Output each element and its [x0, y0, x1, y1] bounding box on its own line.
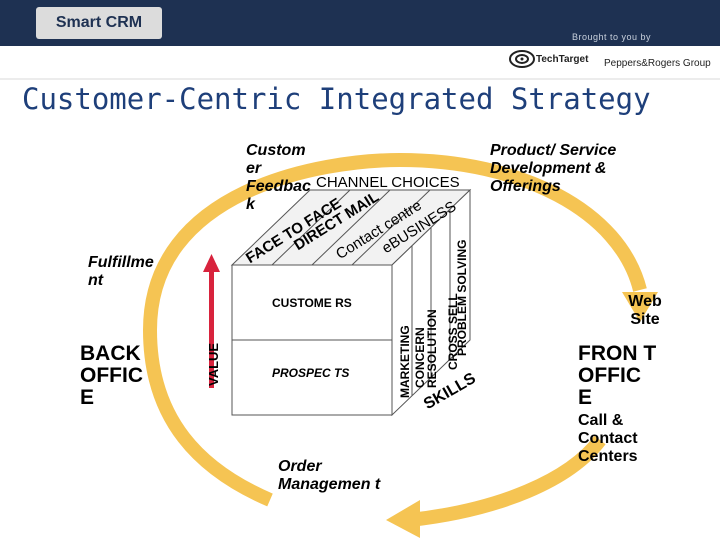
top-divider-2 [311, 189, 391, 266]
label-value: VALUE [206, 342, 221, 386]
cube-side-item-concern: CONCERN RESOLUTION [413, 309, 439, 388]
label-back-office: BACK OFFIC E [80, 342, 143, 409]
ring-arrowhead-bottom [386, 500, 420, 538]
value-arrow-shaft [209, 268, 214, 388]
logo-text: Smart CRM [55, 14, 143, 31]
value-arrow-head [203, 254, 220, 272]
page-title: Customer-Centric Integrated Strategy [22, 82, 651, 116]
cube-side-item-problem: PROBLEM SOLVING [455, 239, 469, 356]
brought-to-you-by: Brought to you by [572, 32, 652, 42]
logo: Smart CRM [36, 7, 162, 39]
label-web-site: Web Site [628, 293, 662, 328]
label-front-office: FRON T OFFIC E [578, 342, 657, 409]
cycle-ring [143, 152, 647, 527]
cube-front-item-customers: CUSTOME RS [272, 296, 352, 310]
header: Smart CRM Brought to you by TechTarget P… [0, 0, 720, 80]
title-divider [0, 78, 720, 80]
label-customer-feedback: Custom er Feedbac k [246, 142, 311, 213]
top-divider-3 [351, 189, 431, 266]
cube-side-item-marketing: MARKETING [398, 325, 412, 398]
ring-arrowhead-right [622, 292, 658, 322]
cube [230, 188, 472, 417]
ring-arc-right [409, 435, 606, 527]
label-call-contact: Call & Contact Centers [578, 412, 638, 465]
sponsor-techtarget: TechTarget [536, 54, 589, 65]
cube-front-item-prospects: PROSPEC TS [272, 366, 350, 380]
label-fulfillment: Fulfillme nt [88, 254, 154, 289]
label-order-management: Order Managemen t [278, 458, 381, 493]
top-divider-1 [271, 189, 351, 266]
ring-arc-top [143, 152, 647, 331]
ring-arc-left [143, 329, 273, 507]
sponsor-peppers-rogers: Peppers&Rogers Group [604, 58, 711, 69]
label-product-service: Product/ Service Development & Offerings [490, 142, 617, 195]
techtarget-icon [509, 50, 535, 68]
cube-top-title: CHANNEL CHOICES [316, 174, 460, 191]
